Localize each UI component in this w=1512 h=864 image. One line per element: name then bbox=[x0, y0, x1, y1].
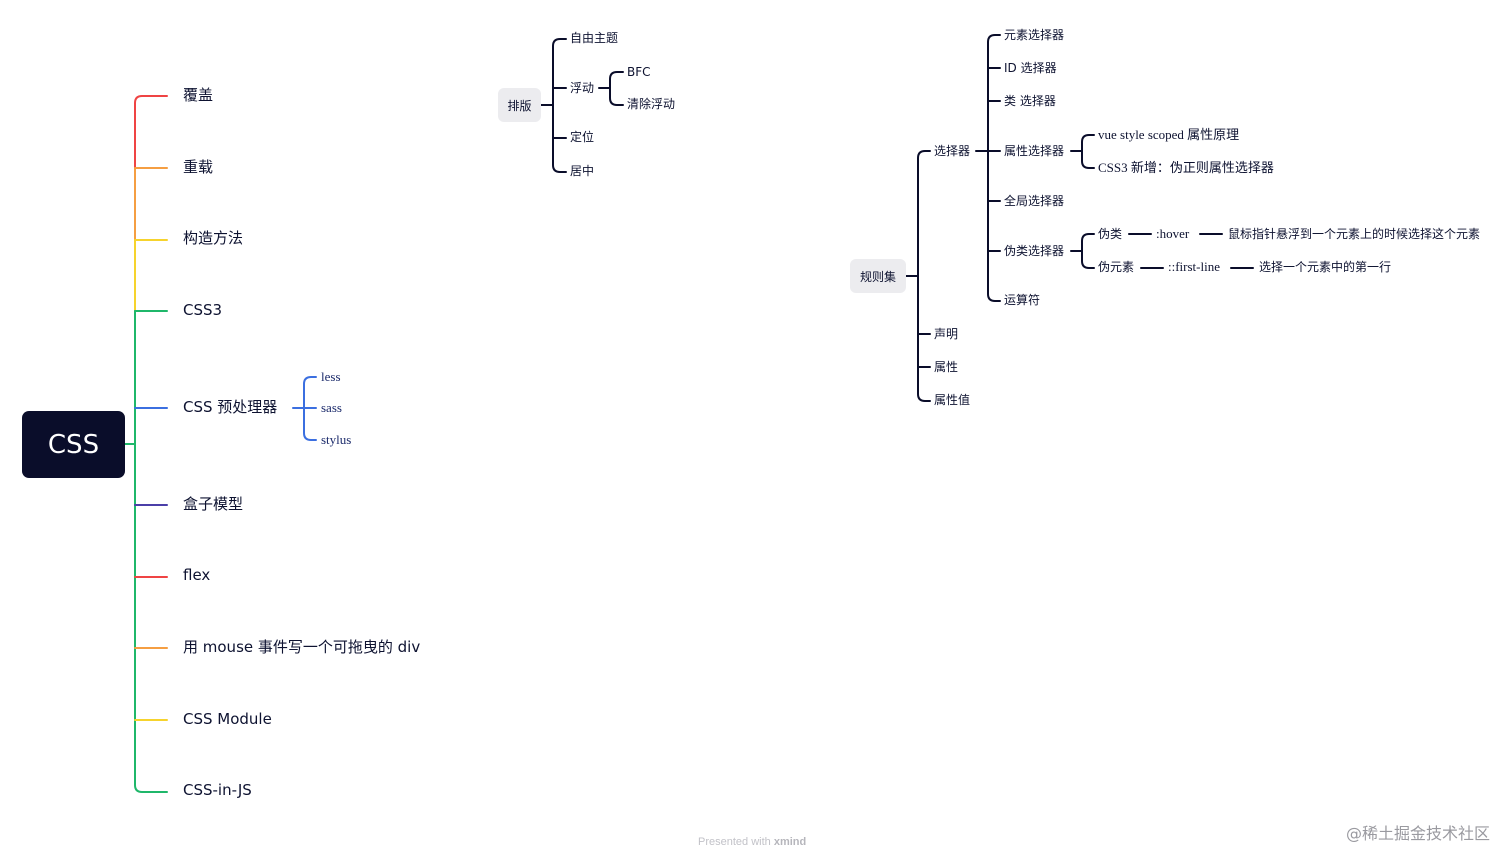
pseudo-class-desc[interactable]: 鼠标指针悬浮到一个元素上的时候选择这个元素 bbox=[1228, 227, 1481, 241]
footer-brand: xmind bbox=[773, 836, 807, 848]
pseudo-class-example[interactable]: :hover bbox=[1156, 226, 1190, 241]
branch-drag-div[interactable]: 用 mouse 事件写一个可拖曳的 div bbox=[183, 638, 421, 656]
branch-constructor[interactable]: 构造方法 bbox=[183, 229, 244, 247]
layout-free-topic[interactable]: 自由主题 bbox=[570, 31, 619, 45]
preprocessor-sass[interactable]: sass bbox=[321, 400, 342, 415]
layout-position[interactable]: 定位 bbox=[570, 130, 595, 144]
branch-cover[interactable]: 覆盖 bbox=[183, 86, 214, 104]
root-topic[interactable]: CSS bbox=[22, 411, 125, 478]
pseudo-element[interactable]: 伪元素 bbox=[1098, 260, 1135, 274]
ruleset-value[interactable]: 属性值 bbox=[934, 393, 971, 407]
layout-float[interactable]: 浮动 bbox=[570, 81, 595, 95]
pseudo-element-example[interactable]: ::first-line bbox=[1168, 259, 1220, 274]
branch-css-module[interactable]: CSS Module bbox=[183, 710, 272, 728]
float-clear[interactable]: 清除浮动 bbox=[627, 97, 676, 111]
preprocessor-less[interactable]: less bbox=[321, 369, 341, 384]
footer-prefix: Presented with bbox=[698, 836, 771, 848]
selector-pseudo[interactable]: 伪类选择器 bbox=[1004, 244, 1065, 258]
pseudo-class[interactable]: 伪类 bbox=[1098, 227, 1123, 241]
ruleset-declaration[interactable]: 声明 bbox=[934, 327, 959, 341]
branch-box-model[interactable]: 盒子模型 bbox=[183, 495, 244, 513]
pseudo-element-desc[interactable]: 选择一个元素中的第一行 bbox=[1259, 260, 1392, 274]
footer-credit: Presented with xmind bbox=[698, 836, 806, 848]
branch-css-in-js[interactable]: CSS-in-JS bbox=[183, 781, 252, 799]
attr-vue-scoped[interactable]: vue style scoped 属性原理 bbox=[1098, 127, 1240, 142]
ruleset-selector[interactable]: 选择器 bbox=[934, 144, 971, 158]
layout-topic[interactable]: 排版 bbox=[498, 88, 541, 122]
attr-css3-regex[interactable]: CSS3 新增：伪正则属性选择器 bbox=[1098, 160, 1274, 175]
branch-css3[interactable]: CSS3 bbox=[183, 301, 223, 319]
selector-element[interactable]: 元素选择器 bbox=[1004, 28, 1065, 42]
selector-id[interactable]: ID 选择器 bbox=[1004, 61, 1057, 75]
ruleset-topic[interactable]: 规则集 bbox=[850, 259, 906, 293]
selector-class[interactable]: 类 选择器 bbox=[1004, 94, 1056, 108]
ruleset-property[interactable]: 属性 bbox=[934, 360, 959, 374]
selector-universal[interactable]: 全局选择器 bbox=[1004, 194, 1065, 208]
float-bfc[interactable]: BFC bbox=[627, 65, 651, 79]
preprocessor-stylus[interactable]: stylus bbox=[321, 432, 352, 447]
branch-overload[interactable]: 重载 bbox=[183, 158, 214, 176]
branch-flex[interactable]: flex bbox=[183, 566, 211, 584]
selector-operator[interactable]: 运算符 bbox=[1004, 293, 1041, 307]
layout-center[interactable]: 居中 bbox=[570, 164, 595, 178]
branch-preprocessor[interactable]: CSS 预处理器 bbox=[183, 398, 278, 416]
watermark: @稀土掘金技术社区 bbox=[1345, 824, 1490, 843]
selector-attribute[interactable]: 属性选择器 bbox=[1004, 144, 1065, 158]
